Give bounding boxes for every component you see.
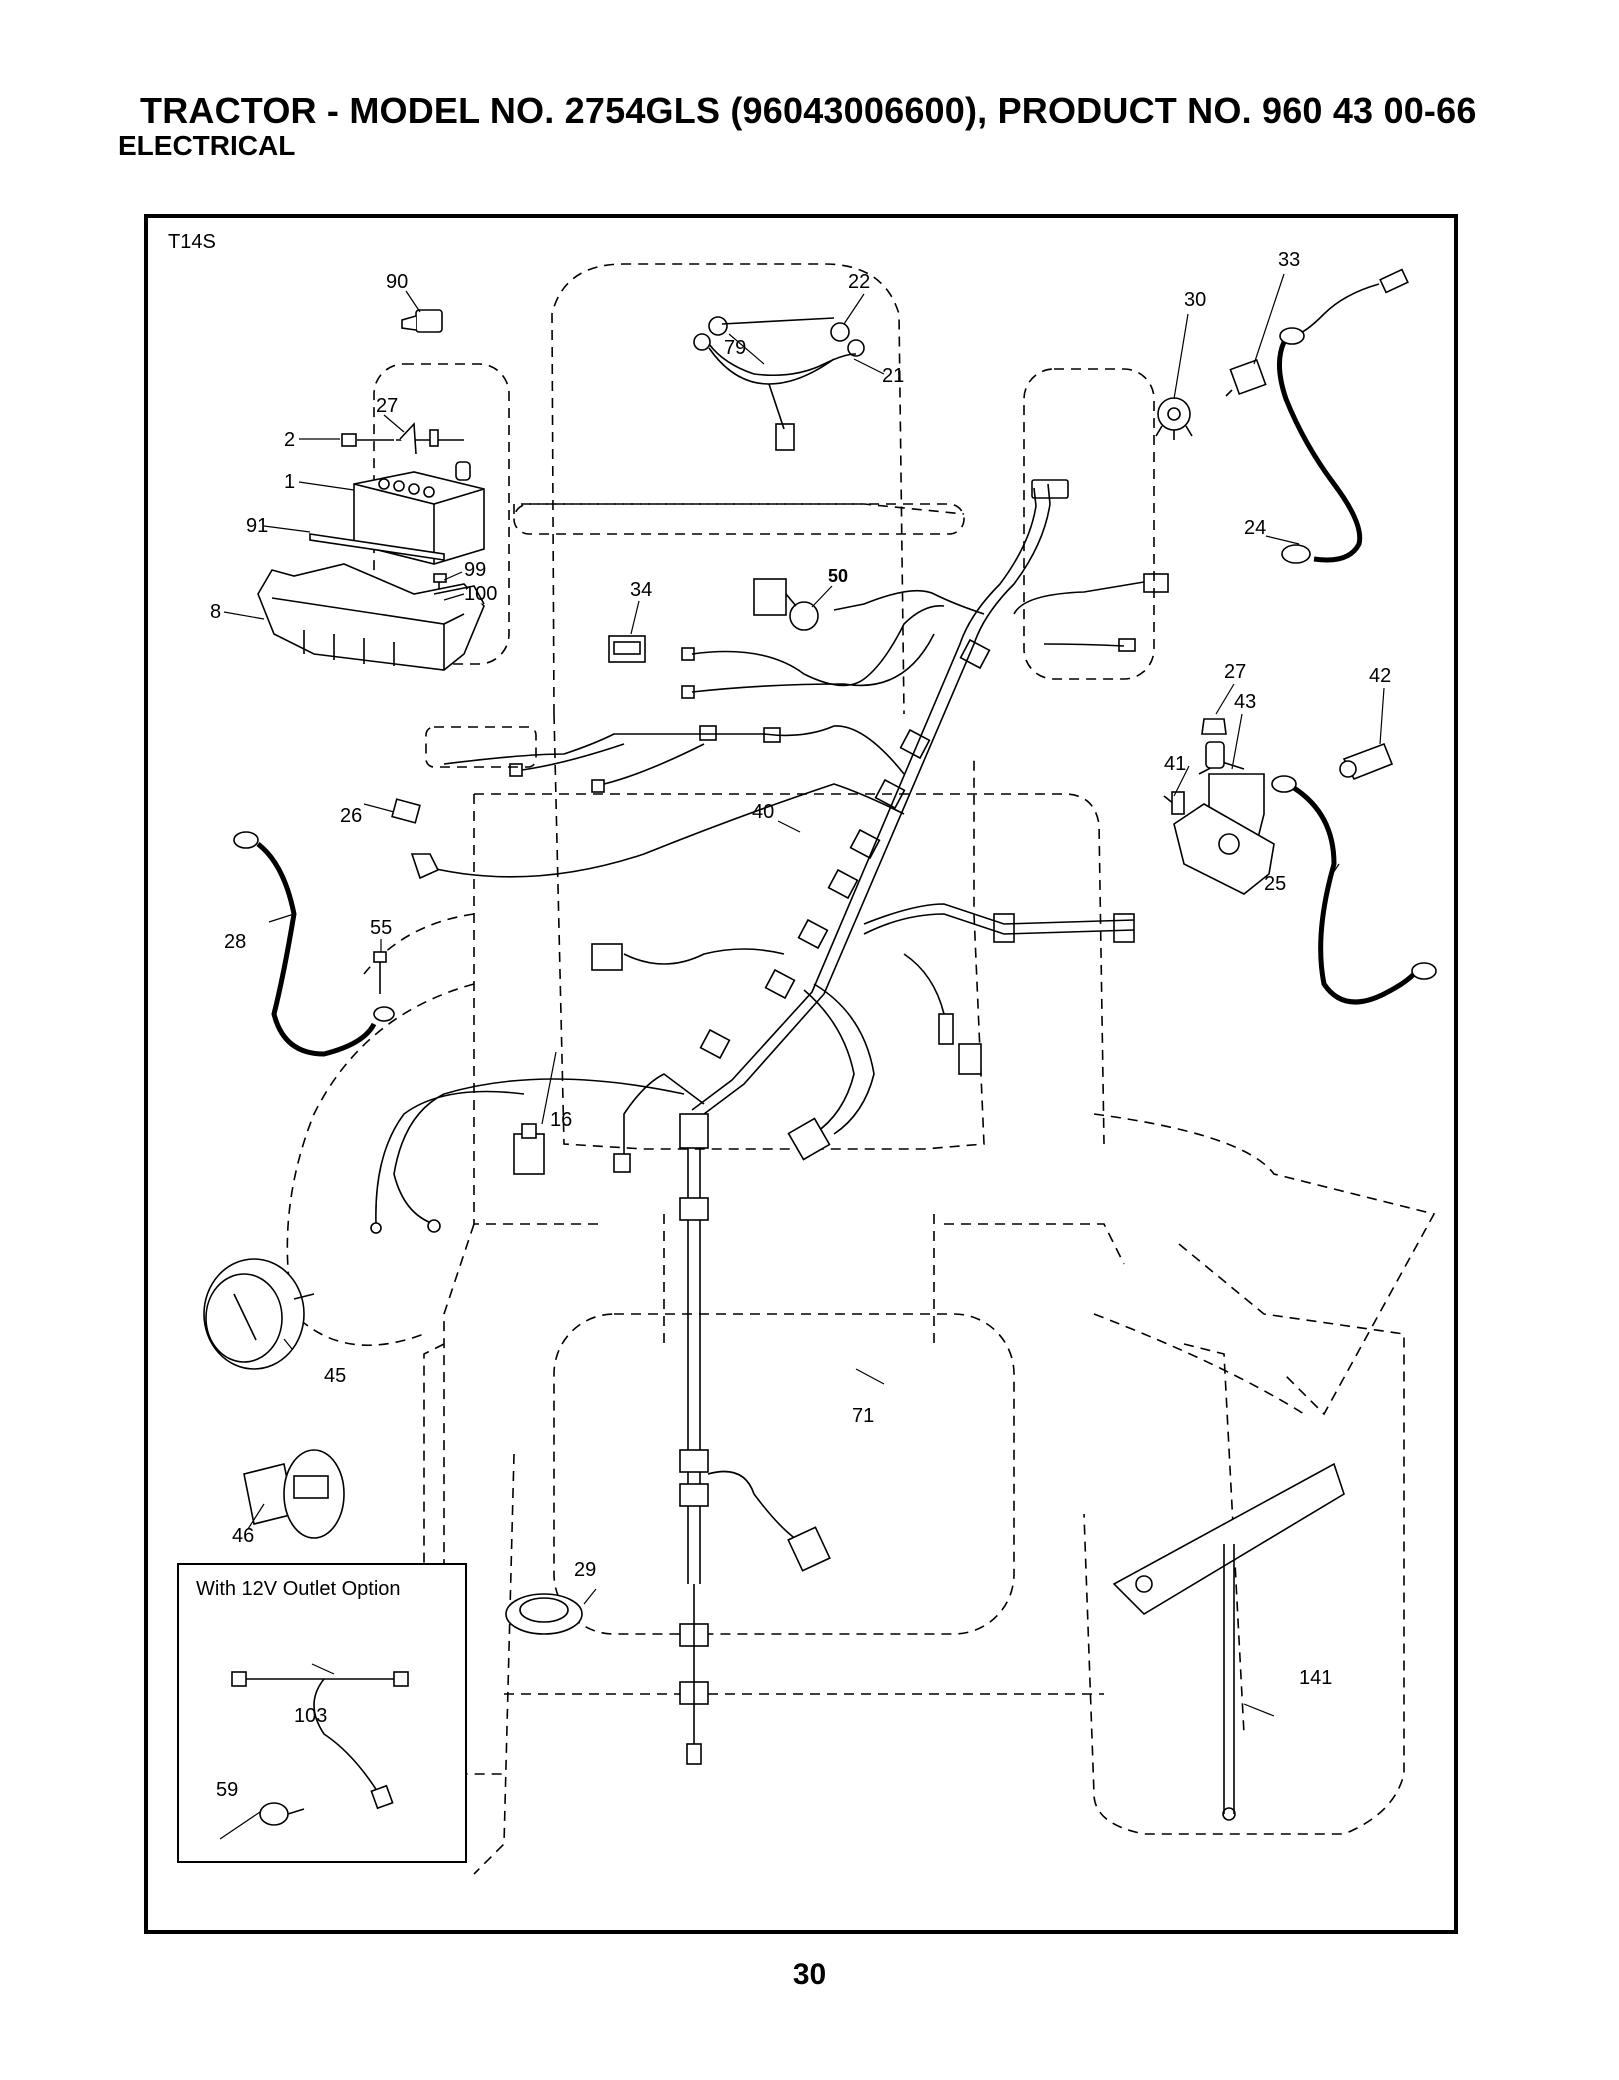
part-90-boot (401, 309, 443, 333)
part-50-pto-switch (753, 578, 819, 631)
callout-40: 40 (752, 801, 774, 823)
callout-50: 50 (828, 566, 848, 586)
callout-100: 100 (464, 583, 497, 605)
part-141-seat-switch (1112, 1462, 1345, 1821)
part-43-solenoid (1163, 718, 1275, 895)
part-29-plug (505, 1593, 583, 1635)
callout-28: 28 (224, 931, 246, 953)
part-40-main-harness (370, 479, 1169, 1234)
option-box-title: With 12V Outlet Option (196, 1578, 401, 1600)
part-30-ignition-switch (1155, 397, 1193, 440)
part-28-ground-cable (233, 831, 395, 1057)
part-33-key (1225, 358, 1267, 397)
page-number: 30 (792, 1958, 827, 1991)
part-headlight-harness (693, 316, 865, 451)
callout-leaders (219, 273, 1385, 1840)
callout-22: 22 (848, 271, 870, 293)
part-battery-group (257, 422, 485, 671)
callout-55: 55 (370, 917, 392, 939)
callout-91: 91 (246, 515, 268, 537)
callout-141: 141 (1299, 1667, 1332, 1689)
callout-1: 1 (284, 471, 295, 493)
callout-labels: 90 22 79 21 30 33 2 27 1 91 99 100 8 34 … (210, 249, 1391, 1801)
callout-24: 24 (1244, 517, 1266, 539)
callout-99: 99 (464, 559, 486, 581)
diagram-frame (144, 214, 1458, 1934)
callout-16: 16 (550, 1109, 572, 1131)
callout-2: 2 (284, 429, 295, 451)
callout-46: 46 (232, 1525, 254, 1547)
callout-41: 41 (1164, 753, 1186, 775)
callout-29: 29 (574, 1559, 596, 1581)
part-45-gauge (203, 1258, 315, 1370)
callout-26: 26 (340, 805, 362, 827)
part-34-switch (608, 635, 646, 663)
callout-79: 79 (724, 337, 746, 359)
callout-8: 8 (210, 601, 221, 623)
part-24-battery-cable (1277, 268, 1409, 564)
callout-21: 21 (882, 365, 904, 387)
part-42-terminal-boot (1339, 742, 1394, 781)
callout-43: 43 (1234, 691, 1256, 713)
callout-30: 30 (1184, 289, 1206, 311)
callout-59: 59 (216, 1779, 238, 1801)
part-71-rear-harness (679, 1113, 831, 1765)
page-subtitle: ELECTRICAL (118, 130, 296, 161)
callout-103: 103 (294, 1705, 327, 1727)
electrical-diagram: T14S (168, 231, 1437, 1875)
callout-34: 34 (630, 579, 652, 601)
callout-27a: 27 (376, 395, 398, 417)
option-box: With 12V Outlet Option (177, 1563, 467, 1863)
callout-33: 33 (1278, 249, 1300, 271)
callout-42: 42 (1369, 665, 1391, 687)
part-46-hour-meter (243, 1449, 345, 1539)
page-title: TRACTOR - MODEL NO. 2754GLS (96043006600… (140, 90, 1477, 131)
callout-71: 71 (852, 1405, 874, 1427)
callout-25: 25 (1264, 873, 1286, 895)
diagram-code: T14S (168, 231, 216, 253)
callout-27b: 27 (1224, 661, 1246, 683)
callout-90: 90 (386, 271, 408, 293)
callout-45: 45 (324, 1365, 346, 1387)
part-26-fuse (391, 798, 421, 824)
part-25-positive-cable (1271, 775, 1437, 1005)
part-16-relay (513, 1123, 545, 1175)
